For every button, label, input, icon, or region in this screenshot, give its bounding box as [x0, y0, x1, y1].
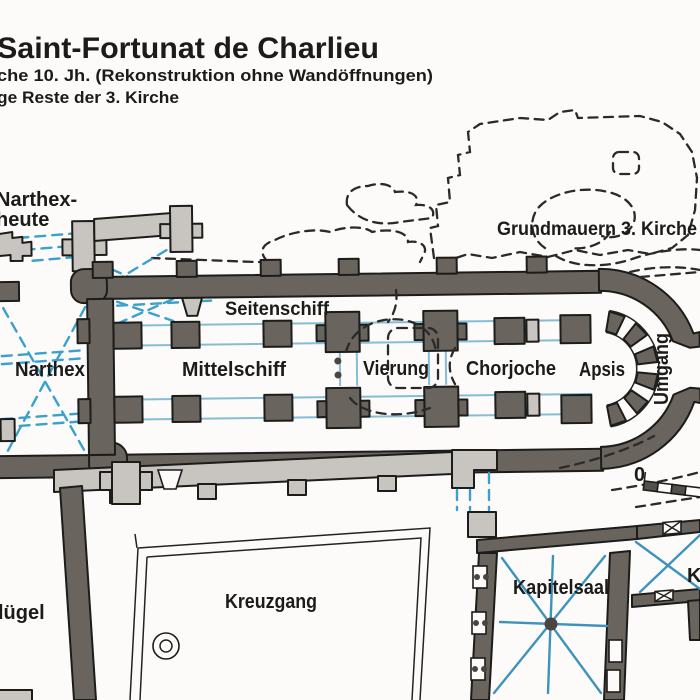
today-l-wall	[451, 449, 498, 489]
today-choir-pier-n	[525, 318, 540, 343]
scale-zero-label: 0	[634, 464, 645, 486]
buttress	[287, 479, 307, 496]
today-pier-south	[99, 461, 153, 505]
today-pilaster	[181, 296, 204, 317]
room-label-umgang: Umgang	[651, 333, 673, 405]
church-body	[0, 204, 700, 482]
room-label-narthex: Narthex	[15, 359, 85, 381]
room-label-kreuzgang: Kreuzgang	[225, 591, 317, 613]
doorway-opening	[156, 469, 184, 490]
page-title: Saint-Fortunat de Charlieu	[0, 32, 379, 65]
well	[152, 632, 180, 660]
column-base-dot	[334, 371, 342, 379]
column-base-dot	[334, 357, 342, 365]
room-label-apsis: Apsis	[579, 359, 625, 381]
room-label-seitenschiff: Seitenschiff	[225, 299, 330, 320]
west-wing-label-fragment: lügel	[0, 602, 45, 624]
central-column	[544, 617, 558, 631]
narthex-heute-label-line2: heute	[0, 209, 49, 231]
today-pier-b	[159, 204, 204, 254]
cloister-garth	[129, 527, 431, 700]
third-church-dashed-inside	[344, 270, 700, 509]
monastery-structures	[0, 449, 700, 700]
apse-colonnade	[605, 309, 660, 428]
room-label-kapitelsaal: Kapitelsaal	[513, 577, 609, 599]
chapterhouse-vault	[492, 554, 609, 695]
buttress	[197, 483, 217, 500]
today-choir-pier-s	[526, 392, 541, 417]
buttress	[377, 475, 397, 492]
today-edge-pier	[0, 417, 16, 443]
subtitle-line2: ge Reste der 3. Kirche	[0, 88, 179, 107]
grundmauern-label: Grundmauern 3. Kirche	[497, 219, 697, 240]
room-label-chorjoche: Chorjoche	[466, 358, 556, 380]
narthex-heute-label-line1: Narthex-	[0, 189, 77, 211]
room-label-mittelschiff: Mittelschiff	[182, 359, 286, 381]
subtitle-line1: che 10. Jh. (Rekonstruktion ohne Wandöff…	[0, 66, 433, 85]
labels: Saint-Fortunat de Charlieu che 10. Jh. (…	[0, 32, 700, 624]
third-church-dashed-outlines	[150, 108, 700, 274]
today-chapel-west	[0, 230, 33, 263]
today-walls-light	[0, 204, 541, 443]
room-label-fragment-k: K	[687, 565, 700, 587]
room-label-vierung: Vierung	[363, 358, 429, 380]
scale-bar	[642, 471, 700, 498]
west-range-wall	[59, 485, 97, 700]
today-square-pier	[467, 511, 497, 538]
east-range	[470, 519, 700, 700]
southwest-wall-fragment	[0, 689, 33, 700]
